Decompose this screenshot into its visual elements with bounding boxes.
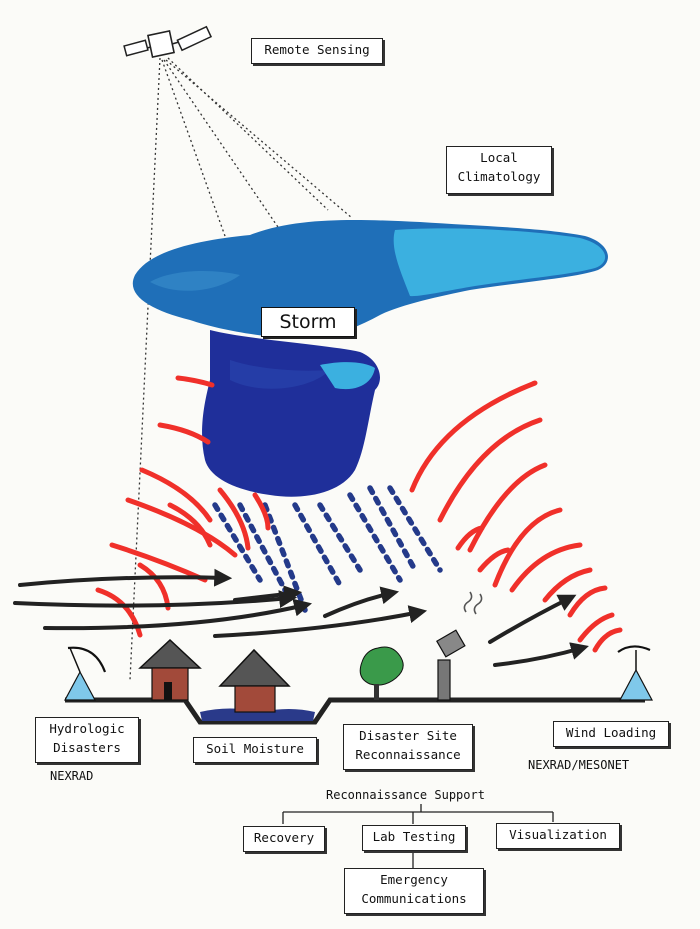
radar-waves — [95, 375, 623, 653]
storm-cloud — [132, 219, 608, 497]
wind-arrows — [13, 568, 589, 667]
support-connectors — [282, 804, 554, 868]
recovery-box: Recovery — [243, 826, 325, 852]
local-climatology-label: Local Climatology — [446, 146, 552, 194]
lab-testing-box: Lab Testing — [362, 825, 466, 851]
remote-sensing-label: Remote Sensing — [251, 38, 383, 64]
house-icon — [218, 648, 291, 713]
storm-label: Storm — [261, 307, 355, 337]
remote-sensing-beams — [129, 57, 353, 681]
nexrad-mesonet-label: NEXRAD/MESONET — [528, 758, 630, 772]
visualization-box: Visualization — [496, 823, 620, 849]
nexrad-label: NEXRAD — [50, 769, 94, 783]
radar-antenna-icon — [63, 646, 107, 701]
disaster-site-reconnaissance-label: Disaster Site Reconnaissance — [343, 724, 473, 770]
emergency-communications-box: Emergency Communications — [344, 868, 484, 914]
hydrologic-disasters-label: Hydrologic Disasters — [35, 717, 139, 763]
ground — [65, 697, 645, 725]
house-icon — [138, 638, 202, 701]
tree-icon — [359, 646, 404, 700]
chimney-icon — [436, 591, 483, 701]
radar-antenna-icon — [617, 645, 653, 701]
satellite-icon — [123, 25, 213, 58]
wind-loading-label: Wind Loading — [553, 721, 669, 747]
reconnaissance-support-label: Reconnaissance Support — [326, 788, 485, 802]
soil-moisture-label: Soil Moisture — [193, 737, 317, 763]
